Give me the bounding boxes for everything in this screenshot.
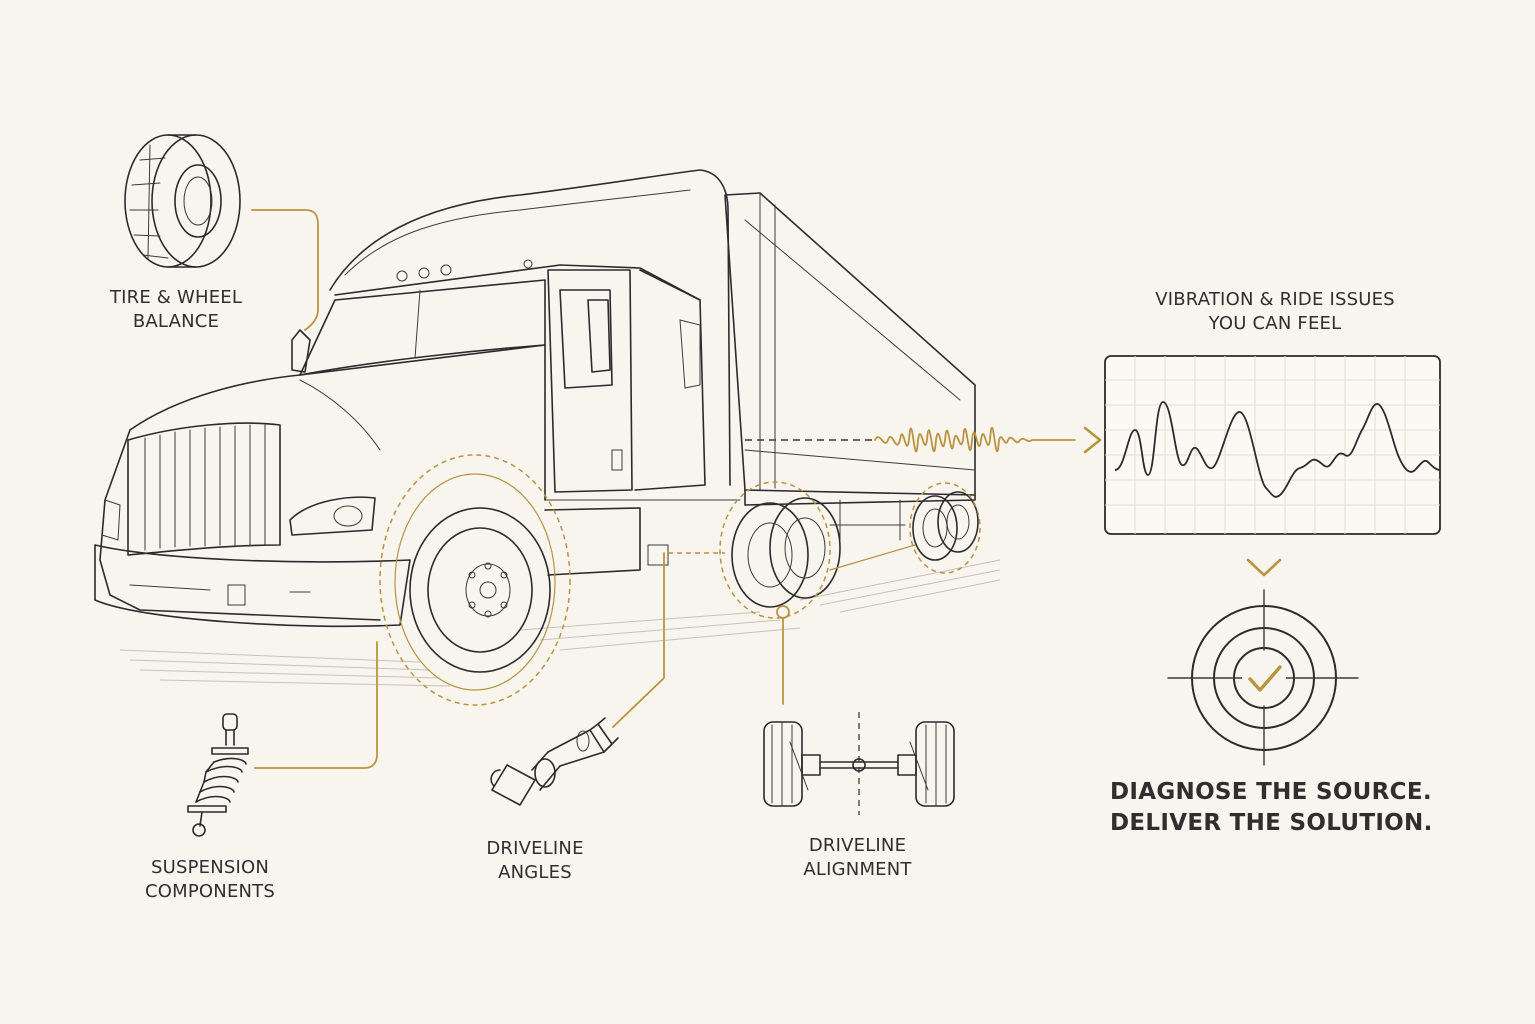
target-check-icon xyxy=(1167,589,1359,766)
axle-alignment-icon xyxy=(763,712,955,815)
label-driveline-angles: DRIVELINE ANGLES xyxy=(460,837,610,885)
shock-absorber-icon xyxy=(187,713,249,837)
label-vibration-ride-issues: VIBRATION & RIDE ISSUES YOU CAN FEEL xyxy=(1130,288,1420,336)
label-driveline-alignment: DRIVELINE ALIGNMENT xyxy=(780,834,935,882)
tire-icon xyxy=(124,134,241,268)
chevron-right-icon xyxy=(1083,426,1102,454)
label-line-2: BALANCE xyxy=(132,311,220,332)
headline-line-1: DIAGNOSE THE SOURCE. xyxy=(1110,779,1432,805)
headline-line-2: DELIVER THE SOLUTION. xyxy=(1110,810,1433,836)
label-suspension-components: SUSPENSION COMPONENTS xyxy=(130,856,290,904)
vibration-signal xyxy=(745,426,1102,454)
label-line-2: ANGLES xyxy=(498,862,572,883)
front-wheel-drawing xyxy=(409,507,551,673)
headline-diagnose-deliver: DIAGNOSE THE SOURCE. DELIVER THE SOLUTIO… xyxy=(1110,777,1433,839)
drive-wheels-drawing xyxy=(731,497,841,608)
cab-drawing xyxy=(94,169,741,628)
u-joint-driveshaft-icon xyxy=(490,717,619,806)
label-line-2: YOU CAN FEEL xyxy=(1208,313,1342,334)
label-line-1: TIRE & WHEEL xyxy=(109,287,243,308)
leader-line-tire xyxy=(251,209,319,331)
label-tire-wheel-balance: TIRE & WHEEL BALANCE xyxy=(96,286,256,334)
label-line-1: VIBRATION & RIDE ISSUES xyxy=(1155,289,1395,310)
wheel-highlight-rings xyxy=(379,454,981,706)
ground-shadow xyxy=(119,559,1001,687)
label-line-1: DRIVELINE xyxy=(808,835,907,856)
chevron-down-icon xyxy=(1246,558,1282,577)
label-line-2: COMPONENTS xyxy=(144,881,275,902)
leader-line-suspension xyxy=(254,641,378,769)
trailer-wheels-drawing xyxy=(912,491,979,561)
trailer-drawing xyxy=(724,192,976,541)
leader-line-angles xyxy=(612,552,665,728)
label-line-2: ALIGNMENT xyxy=(803,859,912,880)
label-line-1: SUSPENSION xyxy=(150,857,270,878)
waveform-monitor-icon xyxy=(1104,355,1441,535)
label-line-1: DRIVELINE xyxy=(486,838,584,859)
